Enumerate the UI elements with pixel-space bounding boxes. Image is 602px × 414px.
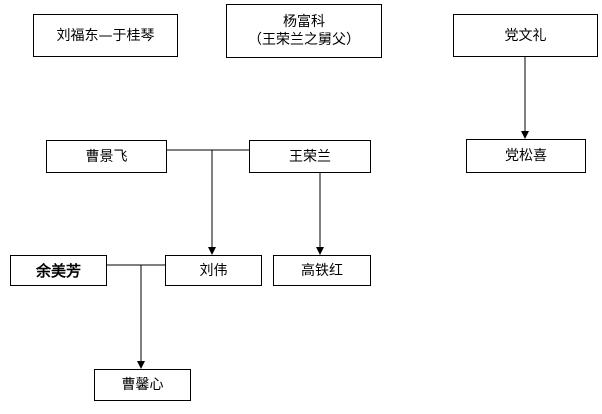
node-label: 杨富科 (283, 14, 325, 30)
node-cao-jingfei: 曹景飞 (46, 140, 167, 173)
node-gao-tiehong: 高铁红 (273, 255, 371, 286)
node-wang-ronglan: 王荣兰 (249, 140, 371, 173)
node-liu-fudong-yu-guiqin: 刘福东—于桂琴 (33, 14, 178, 57)
node-label: 余美芳 (35, 261, 81, 280)
node-label: 党松喜 (505, 148, 547, 164)
node-dang-songxi: 党松喜 (466, 139, 586, 173)
node-liu-wei: 刘伟 (165, 255, 262, 286)
node-label: 刘伟 (199, 262, 228, 279)
node-label: 王荣兰 (289, 148, 331, 165)
node-cao-xinxin: 曹馨心 (94, 369, 191, 401)
node-yu-meifang: 余美芳 (10, 255, 107, 286)
node-label: 党文礼 (504, 27, 547, 44)
node-yang-fuke: 杨富科 （王荣兰之舅父） (226, 4, 382, 58)
node-dang-wenli: 党文礼 (453, 14, 598, 57)
node-label: 高铁红 (301, 262, 343, 279)
node-label: 刘福东—于桂琴 (56, 27, 155, 44)
node-label: 曹馨心 (121, 377, 164, 393)
node-note: （王荣兰之舅父） (248, 32, 360, 48)
node-label: 曹景飞 (85, 148, 128, 165)
